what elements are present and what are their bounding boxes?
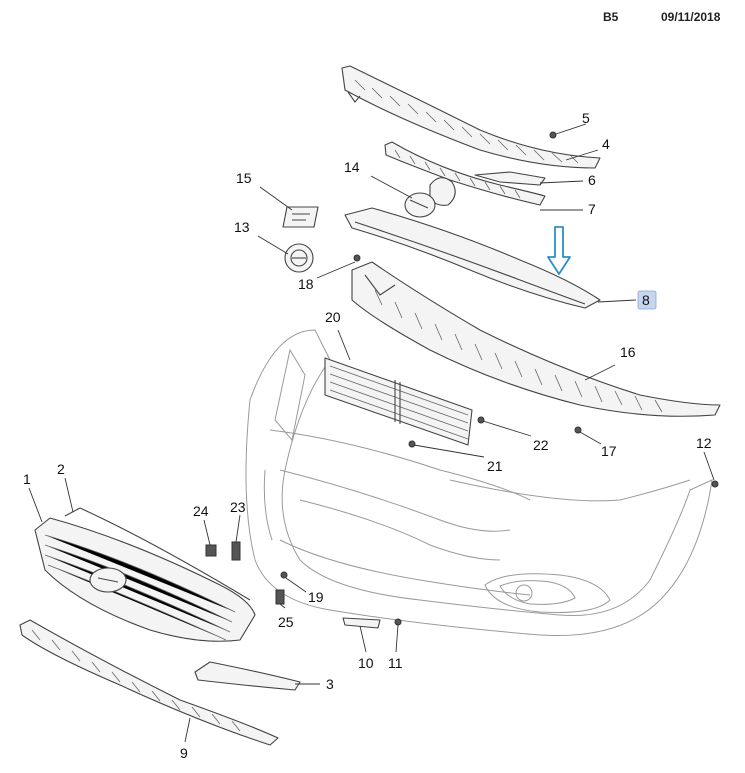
leader-lines [28,123,715,743]
badge-emblem-lower [284,243,314,273]
callout-20: 20 [325,309,341,325]
callout-8: 8 [642,292,650,308]
callout-5: 5 [582,110,590,126]
callout-highlight [637,290,657,310]
upper-grille-bracket [384,141,546,206]
callout-21: 21 [487,458,503,474]
callout-3: 3 [326,676,334,692]
upper-crossmember [341,65,601,169]
grille-shutter [324,357,473,446]
callout-4: 4 [602,136,610,152]
front-bumper-fascia [245,329,713,637]
fog-lamp-trim [342,617,381,629]
callout-7: 7 [588,201,596,217]
lower-grille [19,619,279,746]
callout-13: 13 [234,219,250,235]
grille-surround [64,507,251,601]
callout-16: 16 [620,344,636,360]
blue-down-arrow-icon [547,226,571,275]
radiator-grille [34,517,256,642]
lower-grille-support [344,207,601,309]
diagram-sheet-code: B5 [603,10,619,24]
energy-absorber [351,261,721,417]
fasteners [205,131,719,626]
callout-23: 23 [230,499,246,515]
callout-11: 11 [388,655,403,671]
badge-emblem-upper [282,206,319,228]
callout-17: 17 [601,443,617,459]
callout-2: 2 [57,461,65,477]
diagram-date: 09/11/2018 [661,10,721,24]
callout-1: 1 [23,471,31,487]
callout-25: 25 [278,614,294,630]
callout-labels: 1 2 3 4 5 6 7 8 9 10 11 12 13 14 15 16 1… [23,110,712,761]
callout-24: 24 [193,503,209,519]
callout-12: 12 [696,435,712,451]
grille-trim-strip [194,661,301,691]
callout-9: 9 [180,745,188,761]
callout-19: 19 [308,589,324,605]
callout-22: 22 [533,437,549,453]
callout-6: 6 [588,172,596,188]
callout-10: 10 [358,655,374,671]
callout-18: 18 [298,276,314,292]
callout-15: 15 [236,170,252,186]
emblem-disc [404,192,436,218]
callout-14: 14 [344,159,360,175]
